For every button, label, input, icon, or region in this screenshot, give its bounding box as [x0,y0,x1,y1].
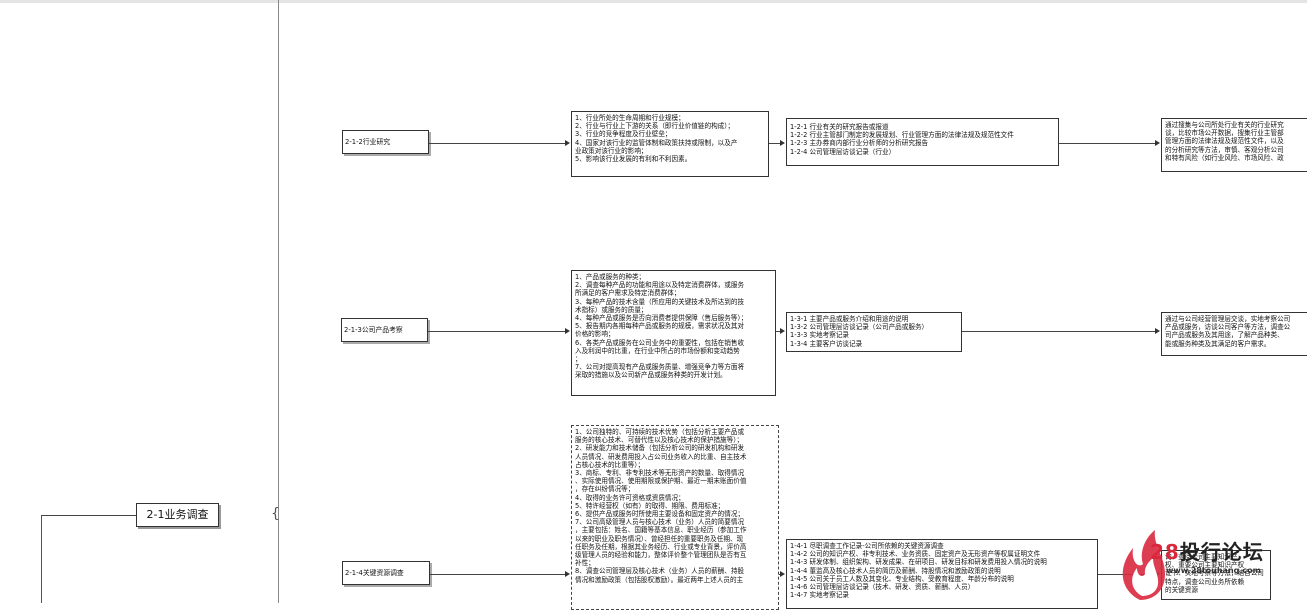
connector-3a [430,574,567,575]
connector-1b [769,143,781,144]
connector-2c [962,331,1155,332]
watermark-title: 28投行论坛 [1150,536,1264,565]
arrow-icon [565,571,570,577]
detail-box-product: 1、产品或服务的种类； 2、调查每种产品的功能和用途以及特定消费群体，或服务 所… [571,270,776,396]
method-box-resources: 询、查阅公司主要知识产 权、重要公司主要知识产权 证书、实地考察等方法，结合公司… [1161,550,1271,600]
main-trunk-line [278,0,279,603]
node-product-review[interactable]: 2-1-3公司产品考察 [341,318,428,342]
method-box-product: 通过与公司经营管理层交谈，实地考察公司 产品或服务，访谈公司客户等方法，调查公 … [1161,312,1307,356]
arrow-icon [780,140,785,146]
root-connector [41,515,136,516]
brace-icon: { [271,506,280,522]
connector-1c [1059,143,1155,144]
watermark-name: 投行论坛 [1179,540,1264,564]
connector-1a [429,143,567,144]
left-trunk-line [41,515,42,603]
connector-2b [776,331,781,332]
watermark-url: www.28touhang.com [1166,566,1261,575]
root-node[interactable]: 2-1业务调查 [136,503,219,527]
arrow-icon [780,571,785,577]
detail-box-resources: 1、公司独特的、可持续的技术优势（包括分析主要产品或 服务的核心技术、可替代性以… [571,425,779,610]
connector-2a [428,331,567,332]
node-industry-research[interactable]: 2-1-2行业研究 [342,130,429,154]
top-border [0,0,1307,3]
arrow-icon [1155,328,1160,334]
docs-box-product: 1-3-1 主要产品或服务介绍和用途的说明 1-3-2 公司管理层访谈记录（公司… [786,312,962,352]
docs-box-resources: 1-4-1 尽职调查工作记录-公司所依赖的关键资源调查 1-4-2 公司的知识产… [786,539,1098,609]
node-key-resources[interactable]: 2-1-4关键资源调查 [342,561,430,585]
detail-box-industry: 1、行业所处的生命周期和行业规模； 2、行业与行业上下游的关系（即行业价值链的构… [571,111,769,177]
method-box-industry: 通过搜集与公司所处行业有关的行业研究 谈，比较市场公开数据，搜集行业主管部 管理… [1161,118,1307,172]
watermark-number: 28 [1150,540,1180,564]
arrow-icon [565,328,570,334]
flame-logo-icon [1122,530,1165,600]
arrow-icon [1155,140,1160,146]
arrow-icon [565,140,570,146]
docs-box-industry: 1-2-1 行业有关的研究报告或报道 1-2-2 行业主管部门制定的发展规划、行… [786,118,1059,166]
arrow-icon [780,328,785,334]
